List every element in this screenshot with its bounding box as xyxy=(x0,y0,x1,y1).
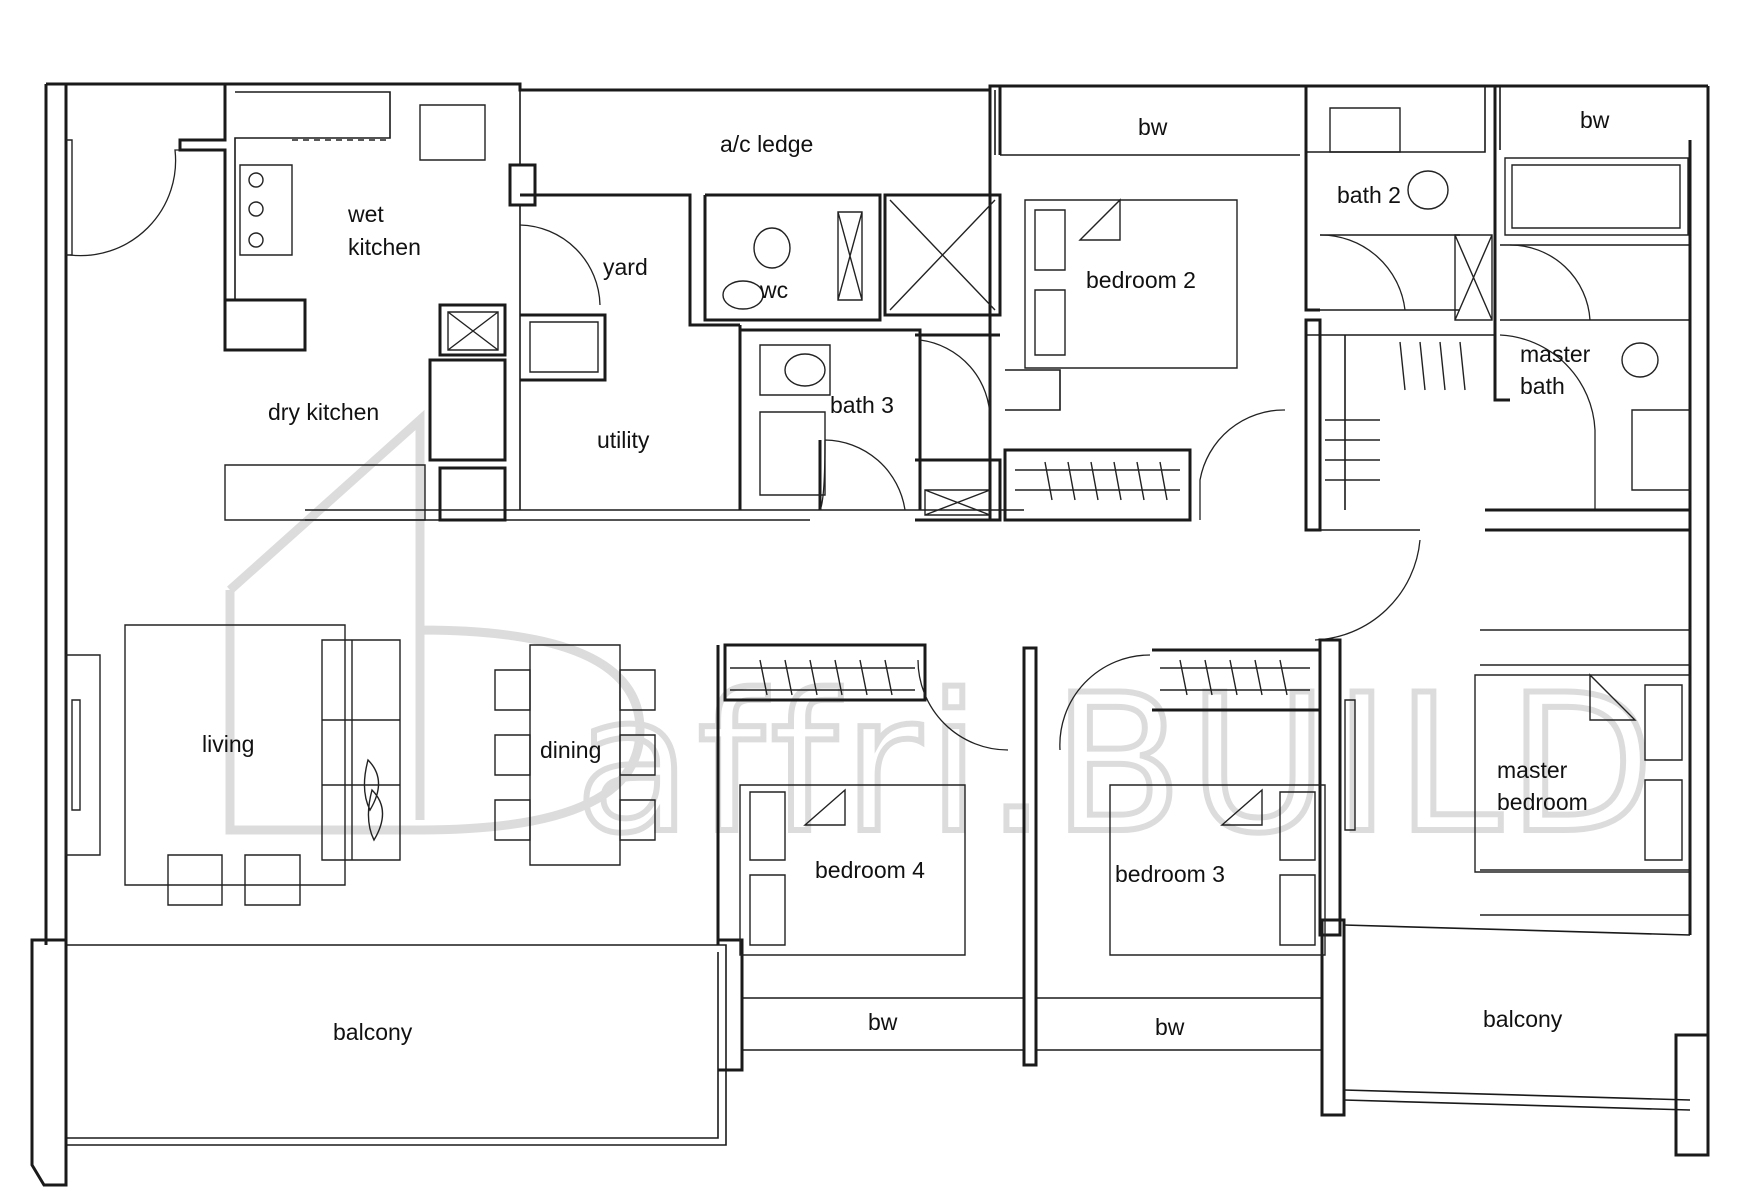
label-bw-bedroom2: bw xyxy=(1138,114,1168,140)
label-bw-bedroom4: bw xyxy=(868,1009,898,1035)
master-closet-walls xyxy=(1304,318,1495,641)
watermark-text: affri.BUILD xyxy=(575,654,1660,875)
label-bath-3: bath 3 xyxy=(830,392,894,418)
living-dining-furniture xyxy=(65,139,656,906)
label-balcony-right: balcony xyxy=(1483,1006,1563,1032)
label-dining: dining xyxy=(540,737,601,763)
label-dry-kitchen: dry kitchen xyxy=(268,399,379,425)
room-labels: a/c ledge bw bw wet kitchen yard wc bath… xyxy=(202,107,1610,1045)
label-master-bath-1: master xyxy=(1520,341,1591,367)
label-master-bedroom-1: master xyxy=(1497,757,1568,783)
label-ac-ledge: a/c ledge xyxy=(720,131,813,157)
outer-walls xyxy=(44,82,1710,1040)
label-bw-bedroom3: bw xyxy=(1155,1014,1185,1040)
label-wet-kitchen-2: kitchen xyxy=(348,234,421,260)
balconies xyxy=(30,646,1710,1187)
label-utility: utility xyxy=(597,427,650,453)
kitchen-walls xyxy=(178,84,1024,522)
label-master-bath-2: bath xyxy=(1520,373,1565,399)
label-balcony-left: balcony xyxy=(333,1019,413,1045)
label-master-bedroom-2: bedroom xyxy=(1497,789,1588,815)
bedroom-3-walls xyxy=(1059,638,1356,956)
bedroom-2-walls xyxy=(1000,154,1300,522)
label-bedroom-3: bedroom 3 xyxy=(1115,861,1225,887)
label-wc: wc xyxy=(759,277,788,303)
label-living: living xyxy=(202,731,254,757)
service-walls xyxy=(519,193,1002,522)
master-bedroom-walls xyxy=(1474,629,1691,916)
bedroom-4-walls xyxy=(716,643,1009,956)
label-bw-master: bw xyxy=(1580,107,1610,133)
label-wet-kitchen-1: wet xyxy=(347,201,384,227)
label-yard: yard xyxy=(603,254,648,280)
label-bedroom-4: bedroom 4 xyxy=(815,857,925,883)
watermark: affri.BUILD xyxy=(225,409,1660,878)
bath-2-walls xyxy=(1304,86,1692,532)
watermark-logo-icon xyxy=(225,409,645,835)
label-bedroom-2: bedroom 2 xyxy=(1086,267,1196,293)
label-bath-2: bath 2 xyxy=(1337,182,1401,208)
